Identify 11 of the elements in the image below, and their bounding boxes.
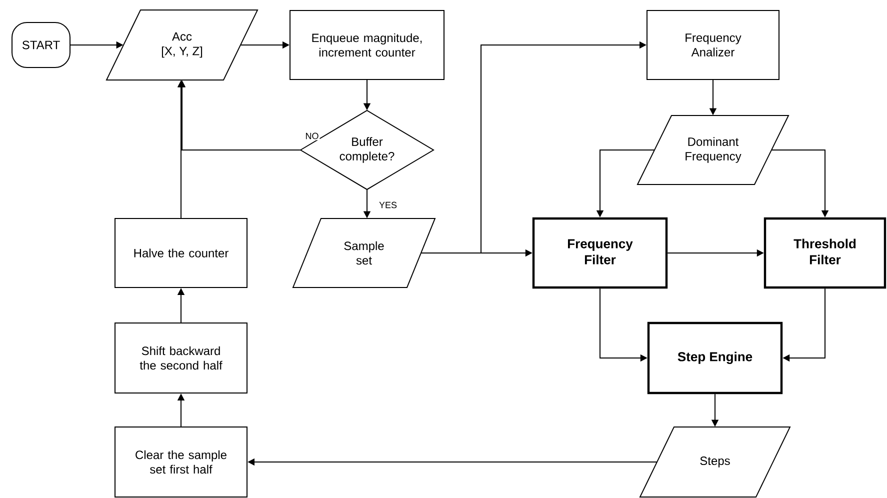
process-box: Frequency Analizer: [646, 10, 780, 80]
process-box: Threshold Filter: [764, 217, 886, 289]
process-box: Step Engine: [647, 322, 783, 394]
process-box: Clear the sample set first half: [114, 426, 248, 498]
terminal-box: START: [12, 22, 70, 68]
process-box: Frequency Filter: [532, 217, 668, 289]
process-box: Halve the counter: [114, 218, 248, 288]
process-box: Shift backward the second half: [114, 322, 248, 394]
edge-label: YES: [378, 200, 398, 210]
edge-label: NO: [304, 132, 320, 140]
process-box: Enqueue magnitude, increment counter: [290, 10, 444, 80]
